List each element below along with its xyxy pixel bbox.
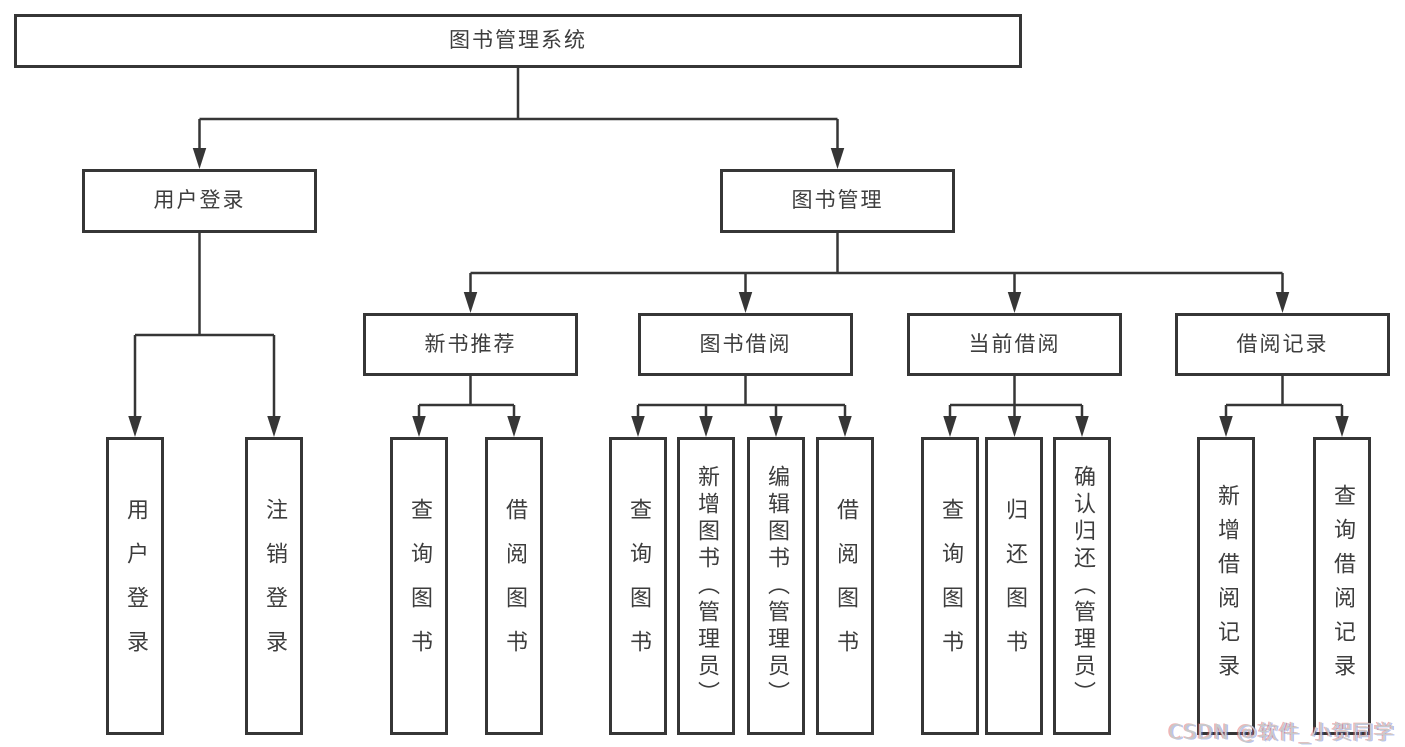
leaf-edit-books-admin: 编辑图书（管理员） [747,437,805,735]
leaf-return-books: 归还图书 [985,437,1043,735]
node-new-book-recommend: 新书推荐 [363,313,578,376]
leaf-add-borrow-record: 新增借阅记录 [1197,437,1255,735]
leaf-query-books-recommend: 查询图书 [390,437,448,735]
arrowheads [128,148,1349,437]
leaf-query-books-current: 查询图书 [921,437,979,735]
leaf-confirm-return-admin: 确认归还（管理员） [1053,437,1111,735]
leaf-query-books-borrow: 查询图书 [609,437,667,735]
node-book-borrow: 图书借阅 [638,313,853,376]
node-borrow-records: 借阅记录 [1175,313,1390,376]
csdn-watermark: CSDN @软件_小贺同学 [1168,720,1395,744]
node-book-management: 图书管理 [720,169,955,233]
leaf-borrow-books-recommend: 借阅图书 [485,437,543,735]
node-current-borrow: 当前借阅 [907,313,1122,376]
leaf-logout: 注销登录 [245,437,303,735]
node-user-login: 用户登录 [82,169,317,233]
leaf-user-login: 用户登录 [106,437,164,735]
leaf-add-books-admin: 新增图书（管理员） [677,437,735,735]
leaf-query-borrow-record: 查询借阅记录 [1313,437,1371,735]
leaf-borrow-books: 借阅图书 [816,437,874,735]
node-root: 图书管理系统 [14,14,1022,68]
